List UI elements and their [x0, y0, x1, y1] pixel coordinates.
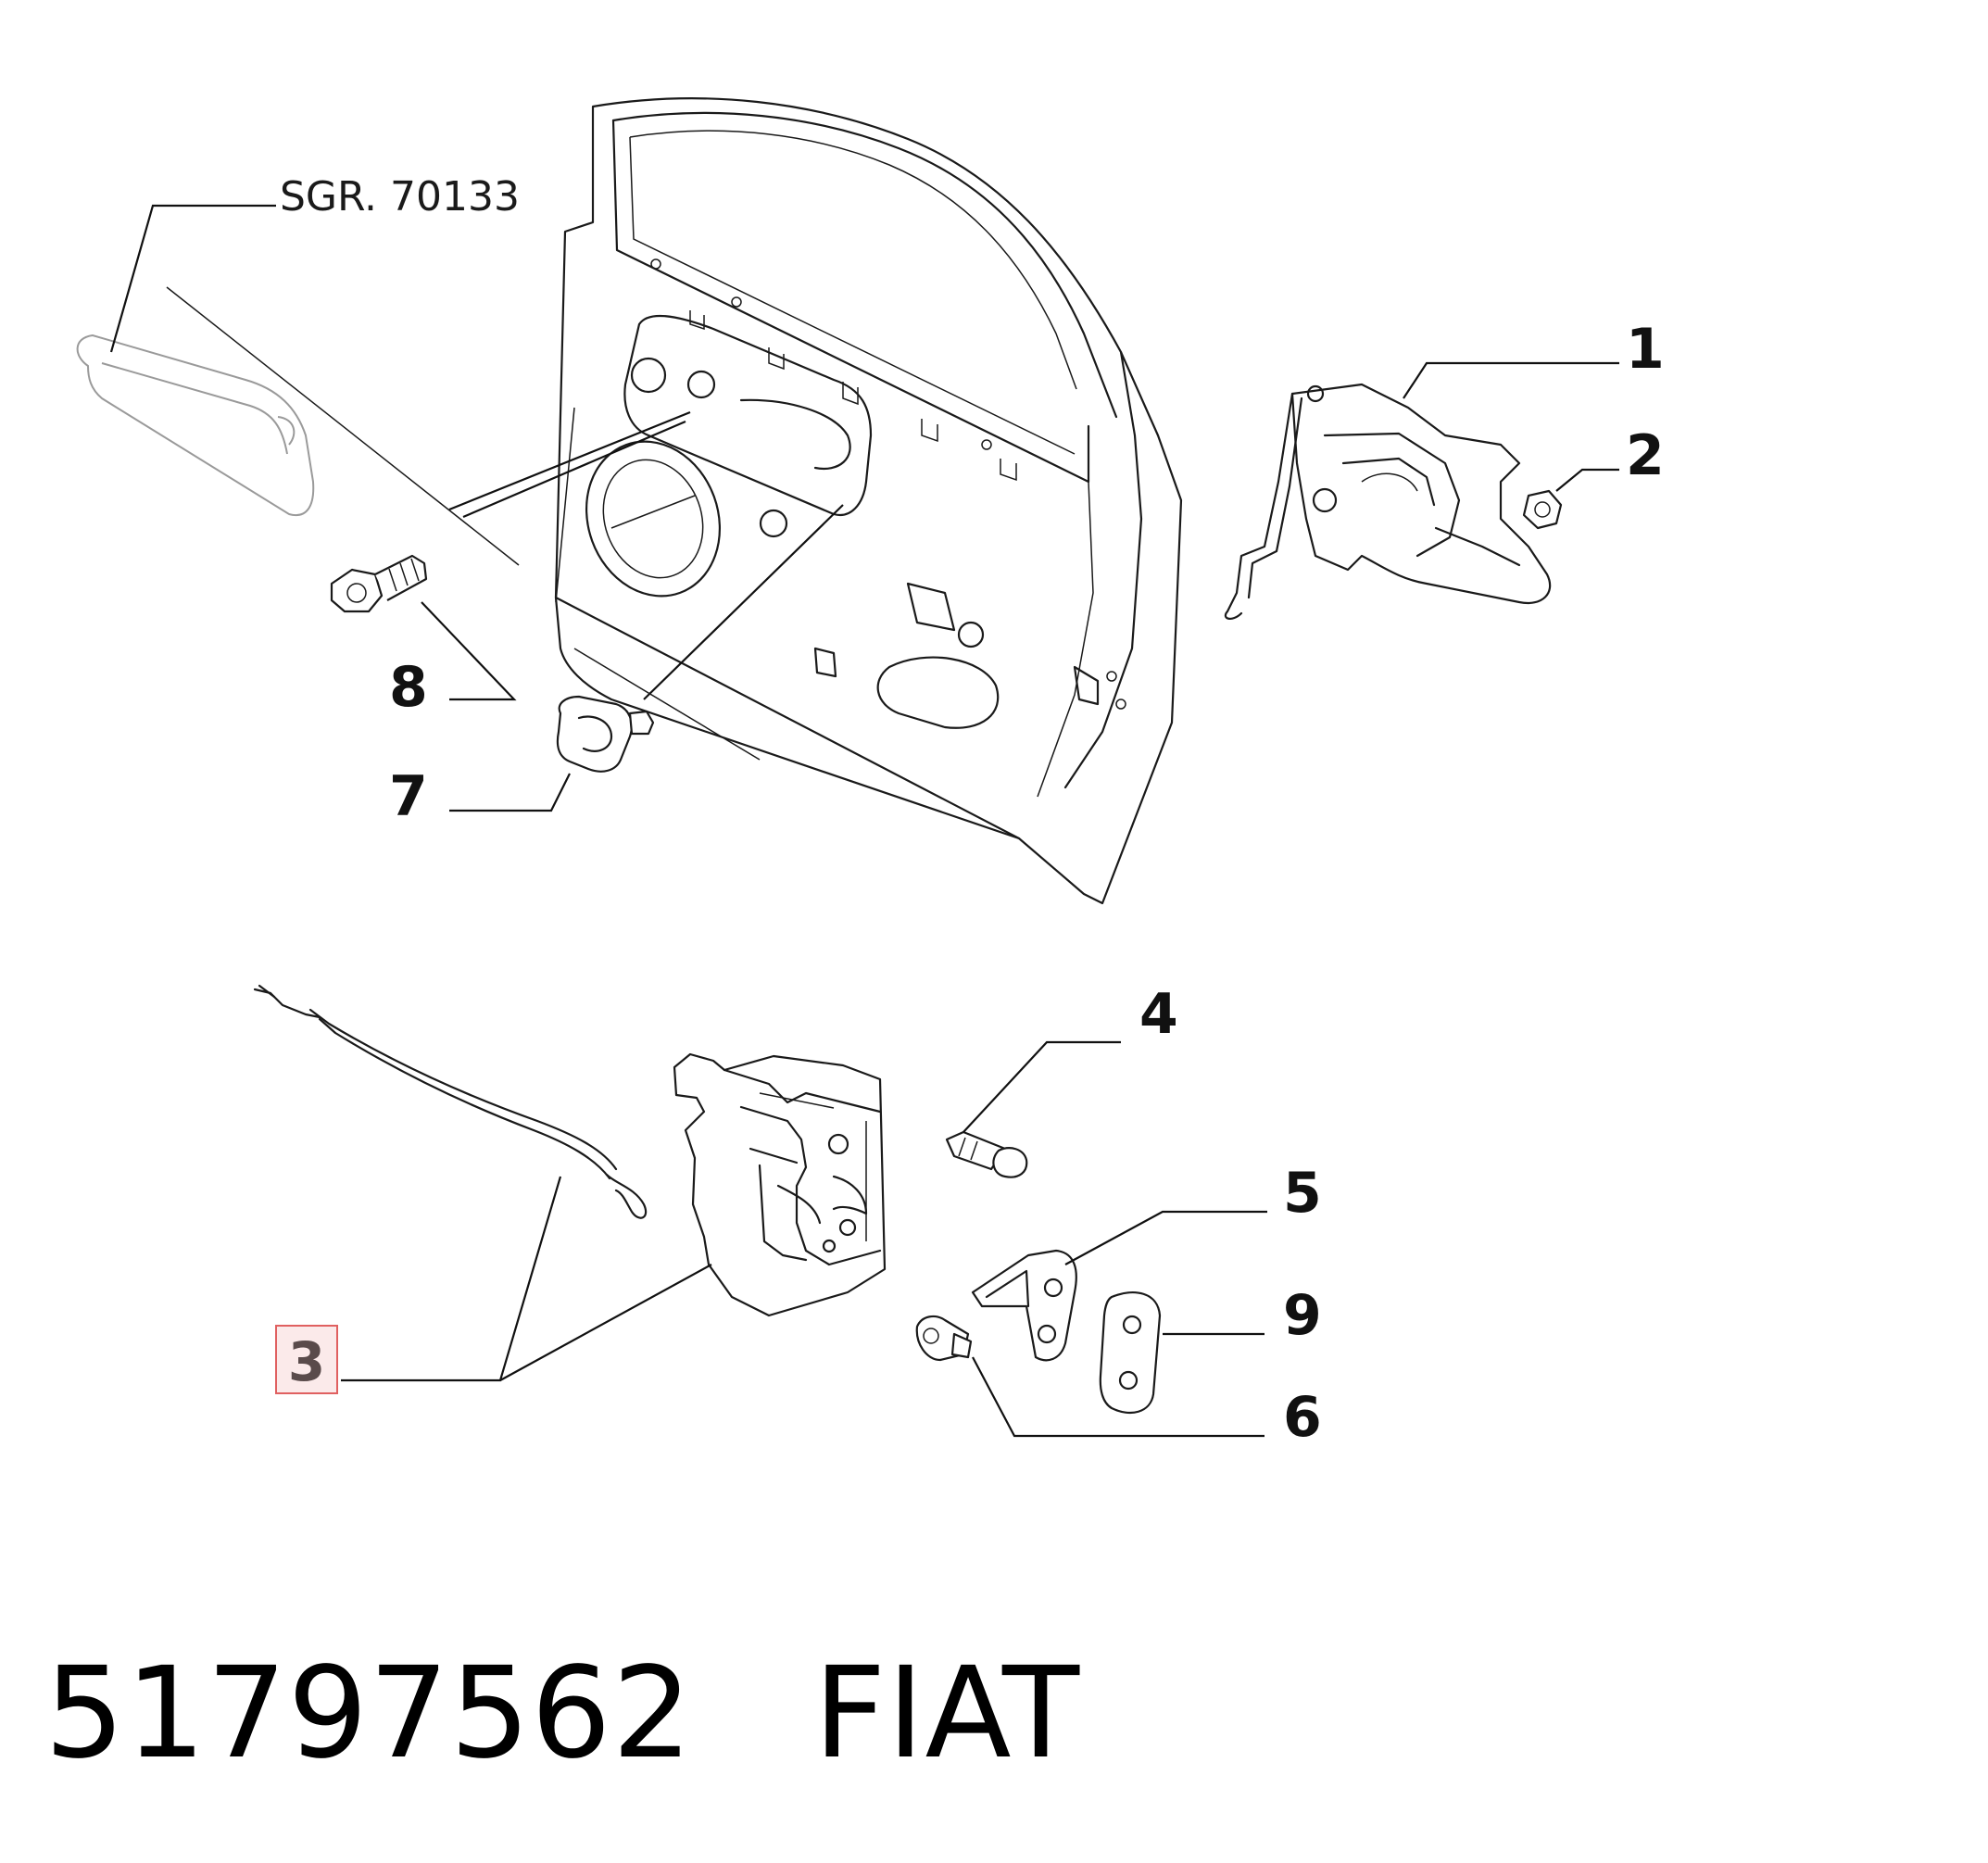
- leader-7-door-b: [462, 420, 686, 519]
- callout-2: 2: [1626, 423, 1665, 488]
- leader-4: [963, 1040, 1121, 1133]
- cable-part: [253, 984, 648, 1219]
- brand-name: FIAT: [813, 1641, 1081, 1787]
- door-shell-part: [554, 97, 1183, 905]
- leader-2: [1555, 468, 1619, 492]
- leader-3-lock: [499, 1264, 712, 1381]
- guide-line-2: [573, 648, 761, 761]
- callout-3: 3: [288, 1330, 325, 1393]
- callout-3-highlight: [275, 1325, 338, 1394]
- striker-screw-part: [915, 1315, 973, 1362]
- callout-8: 8: [389, 655, 428, 720]
- leader-8-door: [448, 410, 691, 511]
- guide-line: [166, 286, 520, 566]
- trim-panel-part: [76, 334, 315, 517]
- callout-6: 6: [1283, 1385, 1322, 1450]
- callout-1: 1: [1626, 317, 1665, 382]
- bolt-part: [330, 554, 428, 613]
- shim-plate-part: [1099, 1291, 1162, 1415]
- leader-6: [972, 1356, 1265, 1438]
- footer-caption: 51797562 FIAT: [44, 1640, 1080, 1788]
- leader-3: [341, 1176, 562, 1382]
- callout-9: 9: [1283, 1283, 1322, 1348]
- leader-7-door: [643, 504, 844, 700]
- leader-8: [421, 601, 517, 701]
- callout-5: 5: [1283, 1161, 1322, 1226]
- leader-5: [1064, 1210, 1267, 1265]
- clip-part: [556, 695, 655, 773]
- leader-1: [1403, 361, 1619, 399]
- door-lock-part: [673, 1052, 887, 1317]
- screw-part: [945, 1130, 1028, 1178]
- callout-4: 4: [1139, 982, 1178, 1047]
- striker-part: [971, 1249, 1077, 1362]
- leader-sgr: [109, 204, 276, 353]
- callout-7: 7: [389, 764, 428, 829]
- part-number: 51797562: [44, 1641, 694, 1787]
- reference-label: SGR. 70133: [280, 173, 520, 220]
- nut-part: [1522, 489, 1563, 530]
- leader-7: [449, 773, 571, 812]
- door-handle-part: [1224, 383, 1552, 620]
